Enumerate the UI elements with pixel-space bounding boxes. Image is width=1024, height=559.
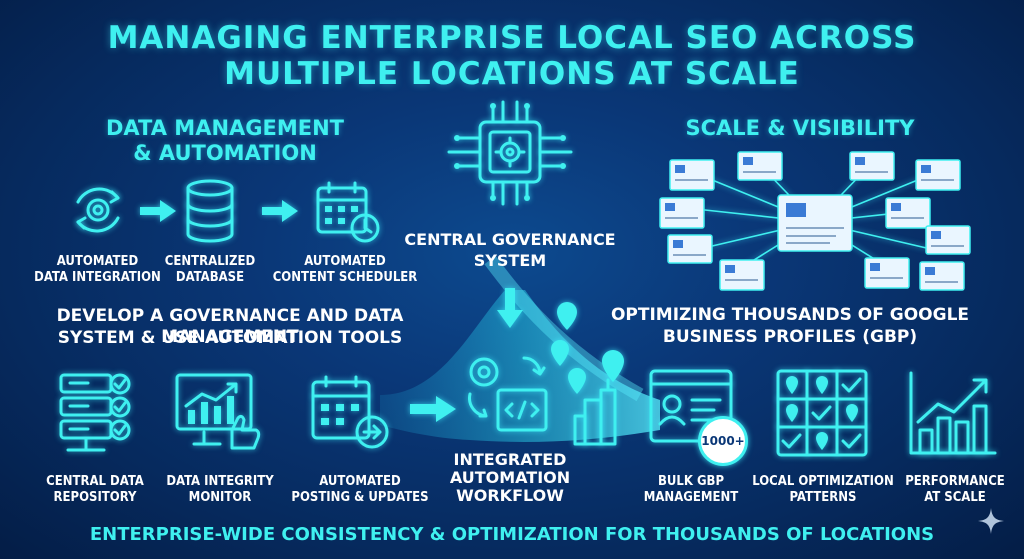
- left-statement-line1: DEVELOP A GOVERNANCE AND DATA MANAGEMENT: [56, 306, 404, 347]
- top-item-2-line1: CENTRALIZED: [164, 254, 256, 269]
- right-heading: SCALE & VISIBILITY: [685, 116, 915, 140]
- left-statement-line2: SYSTEM & USE AUTOMATION TOOLS: [57, 328, 403, 348]
- bottom-item-3-line1: AUTOMATED: [319, 474, 401, 489]
- top-item-3-line1: AUTOMATED: [304, 254, 386, 269]
- right-item-1-line1: BULK GBP: [657, 474, 725, 489]
- arrow-right-icon: [262, 200, 298, 222]
- right-statement-line1: OPTIMIZING THOUSANDS OF GOOGLE: [610, 305, 970, 325]
- top-item-1-line2: DATA INTEGRATION: [34, 270, 161, 285]
- database-icon: [186, 179, 234, 243]
- bottom-item-2-line1: DATA INTEGRITY: [166, 474, 274, 489]
- right-item-2-line1: LOCAL OPTIMIZATION: [752, 474, 894, 489]
- right-item-3-line2: AT SCALE: [924, 490, 986, 505]
- bottom-item-1-line1: CENTRAL DATA: [46, 474, 144, 489]
- automation-workflow-icon: [468, 356, 548, 432]
- workflow-line1: INTEGRATED: [453, 450, 567, 469]
- workflow-line2: AUTOMATION: [449, 468, 571, 487]
- top-item-3-line2: CONTENT SCHEDULER: [272, 270, 418, 285]
- monitor-chart-icon: [175, 373, 261, 450]
- pin-grid-icon: [776, 369, 868, 457]
- arrow-right-icon: [140, 200, 176, 222]
- chip-gear-icon: [447, 100, 573, 206]
- location-pins-city-icon: [551, 302, 624, 446]
- top-item-1-line1: AUTOMATED: [56, 254, 139, 269]
- footer-tagline: ENTERPRISE-WIDE CONSISTENCY & OPTIMIZATI…: [89, 524, 935, 545]
- thousand-plus-badge: 1000+: [698, 416, 748, 466]
- left-heading-line2: & AUTOMATION: [133, 141, 317, 165]
- left-heading-line1: DATA MANAGEMENT: [105, 116, 344, 140]
- top-item-2-line2: DATABASE: [175, 270, 245, 285]
- page-title-line1: MANAGING ENTERPRISE LOCAL SEO ACROSS: [107, 20, 917, 56]
- arrow-down-icon: [497, 288, 523, 328]
- right-item-1-line2: MANAGEMENT: [643, 490, 739, 505]
- page-title-line2: MULTIPLE LOCATIONS AT SCALE: [224, 56, 800, 92]
- calendar-clock-icon: [316, 181, 380, 243]
- right-statement-line2: BUSINESS PROFILES (GBP): [662, 327, 918, 347]
- governance-line1: CENTRAL GOVERNANCE: [404, 230, 616, 249]
- profile-cards-cluster: [659, 151, 971, 291]
- gear-sync-icon: [76, 187, 120, 233]
- right-item-2-line2: PATTERNS: [789, 490, 857, 505]
- bottom-item-1-line2: REPOSITORY: [53, 490, 137, 505]
- arrow-right-icon: [410, 396, 456, 422]
- calendar-arrow-icon: [311, 375, 389, 449]
- bottom-item-3-line2: POSTING & UPDATES: [291, 490, 429, 505]
- sparkle-icon: [978, 508, 1004, 534]
- server-check-icon: [59, 373, 131, 452]
- growth-chart-icon: [909, 371, 997, 455]
- bottom-item-2-line2: MONITOR: [188, 490, 252, 505]
- governance-line2: SYSTEM: [473, 251, 547, 270]
- workflow-line3: WORKFLOW: [456, 486, 564, 505]
- right-item-3-line1: PERFORMANCE: [905, 474, 1005, 489]
- profile-card-icon: [649, 369, 733, 443]
